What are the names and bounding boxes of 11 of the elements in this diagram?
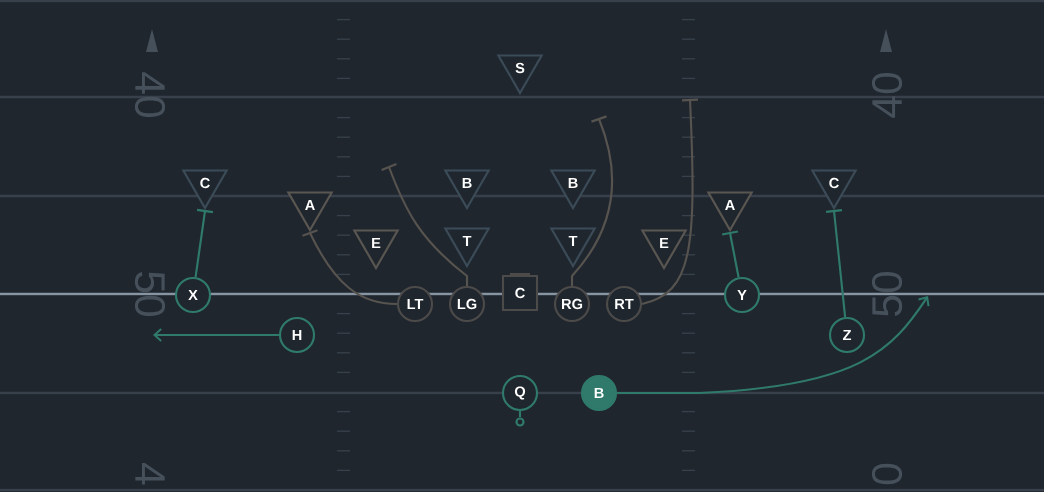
route-line	[721, 230, 740, 278]
route-line	[825, 209, 847, 318]
route-line	[641, 98, 698, 306]
route-line	[153, 328, 279, 342]
route-line	[617, 296, 930, 395]
route-line	[302, 229, 397, 306]
route-line	[518, 411, 522, 417]
route-line	[570, 115, 614, 286]
route-line	[381, 163, 469, 286]
route-line	[194, 208, 214, 278]
center-square: C	[501, 272, 539, 312]
